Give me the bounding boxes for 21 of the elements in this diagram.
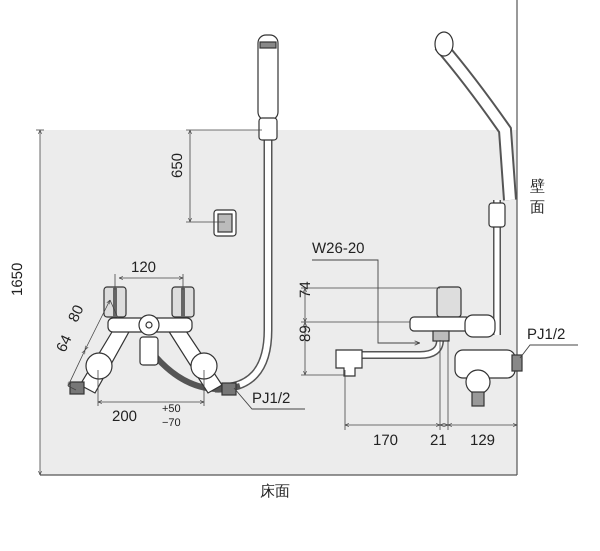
leader-line xyxy=(520,344,578,358)
floor-label: 床面 xyxy=(260,484,290,499)
callout-label: W26-20 xyxy=(312,241,365,256)
tolerance-label: −70 xyxy=(162,418,181,429)
dimension-label: 21 xyxy=(430,433,447,448)
dimension-label: 1650 xyxy=(10,262,25,296)
dimension-label: 129 xyxy=(470,433,496,448)
dimension-label: 650 xyxy=(170,152,185,178)
dimension-label: 74 xyxy=(298,281,313,298)
dimension-label: 170 xyxy=(373,433,398,448)
dimension-label: 89 xyxy=(298,325,313,342)
leader-line xyxy=(234,388,306,410)
callout-label: PJ1/2 xyxy=(527,327,566,342)
callout-label: PJ1/2 xyxy=(252,391,290,406)
dimension-label: 120 xyxy=(131,260,156,275)
dimension-label: 200 xyxy=(112,409,138,424)
leader-line xyxy=(312,260,420,346)
tolerance-label: +50 xyxy=(162,404,181,415)
wall-label: 壁面 xyxy=(530,177,546,218)
dimension-label: 64 xyxy=(54,332,75,354)
dimension-label: 80 xyxy=(66,302,87,324)
